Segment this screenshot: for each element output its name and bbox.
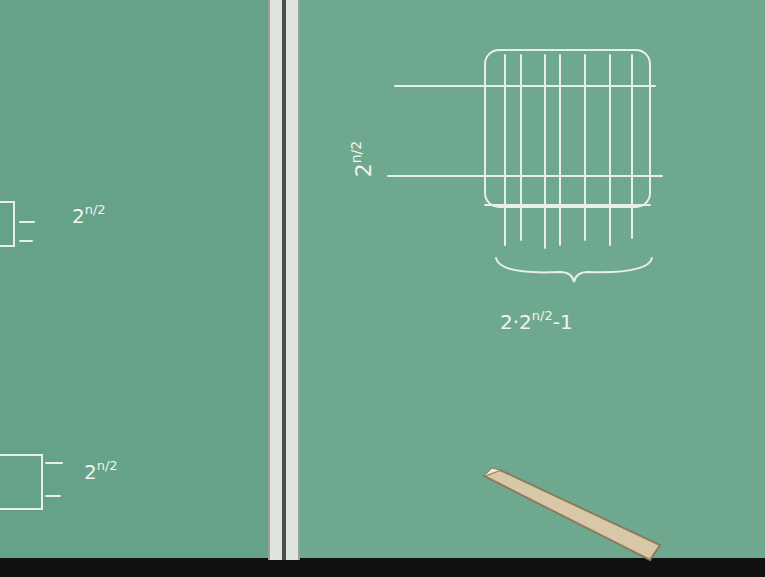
- chalk-expression: 2·2n/2-1: [500, 312, 573, 332]
- chalk-holder: [484, 468, 660, 560]
- chalk-text: 2: [72, 206, 85, 226]
- chalk-text: 2: [353, 163, 375, 177]
- chalk-text: 2: [84, 462, 97, 482]
- divider-edge: [268, 0, 270, 560]
- exponent-text: n/2: [349, 141, 363, 164]
- divider-groove: [282, 0, 286, 560]
- tick: [20, 222, 34, 241]
- exponent-text: n/2: [85, 203, 106, 216]
- board-divider: [268, 0, 300, 560]
- exponent-text: n/2: [97, 459, 118, 472]
- bracket: [0, 455, 42, 509]
- left-board: [0, 0, 268, 560]
- grid-rows: [388, 86, 662, 205]
- chalk-expression: 2n/2: [72, 206, 106, 226]
- brace: [496, 258, 652, 282]
- bracket: [0, 202, 14, 246]
- right-board: [300, 0, 765, 560]
- chalk-expression: 2n/2: [84, 462, 118, 482]
- grid-columns: [505, 55, 632, 248]
- chalk-lines: [0, 50, 662, 509]
- tick: [46, 463, 62, 496]
- chalk-text: -1: [553, 312, 573, 332]
- chalk-text: 2·2: [500, 312, 532, 332]
- grid-outline: [485, 50, 650, 207]
- chalk-expression: 2n/2: [353, 141, 375, 178]
- exponent-text: n/2: [532, 309, 553, 322]
- divider-edge: [298, 0, 300, 560]
